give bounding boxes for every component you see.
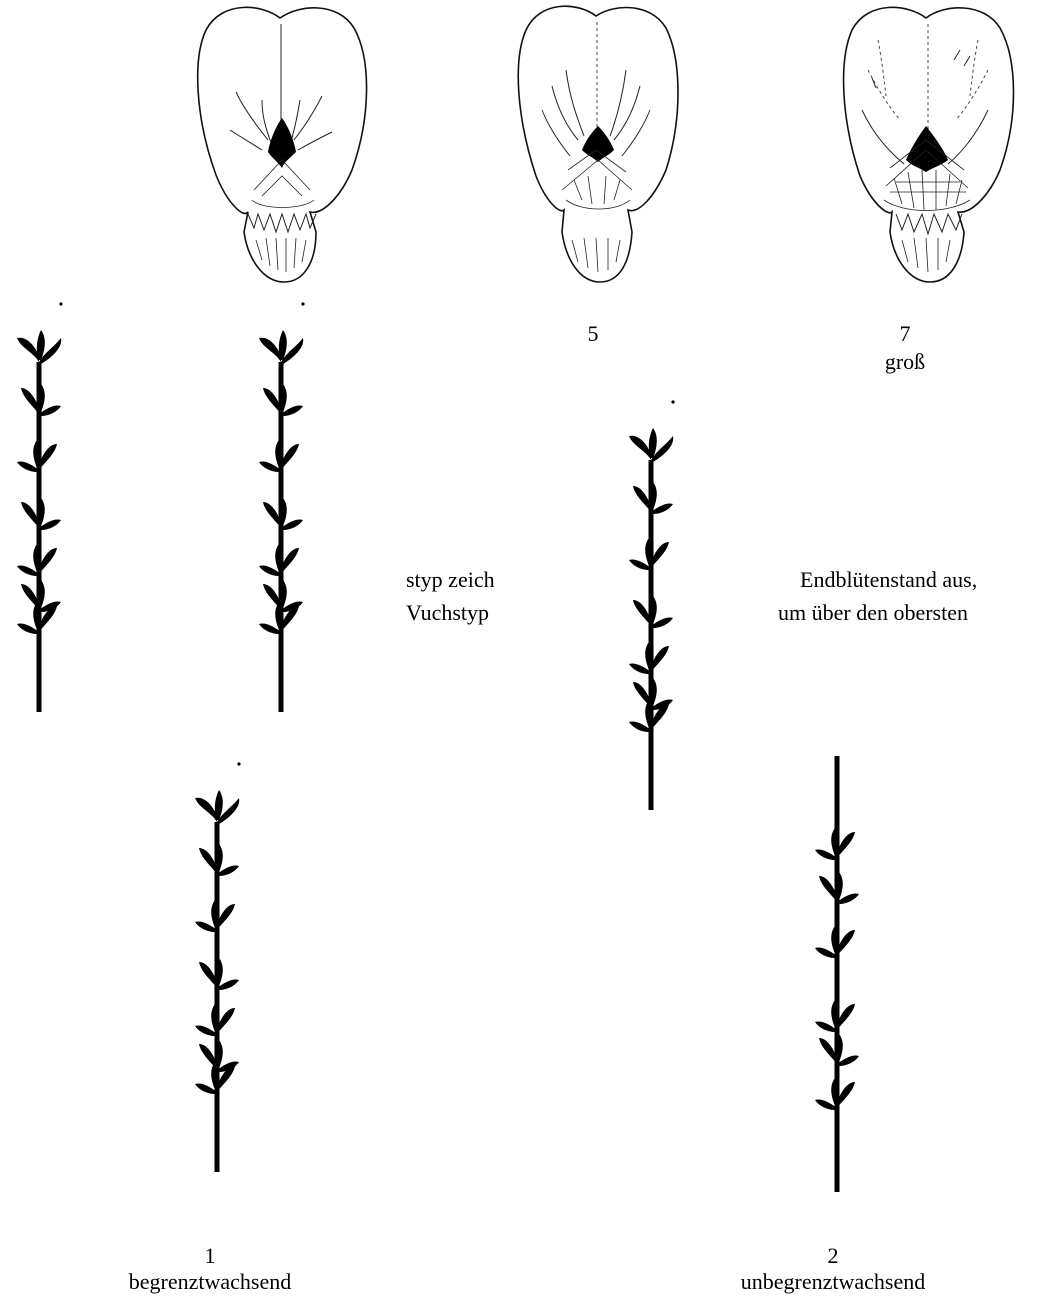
- apex-dot: [59, 302, 62, 305]
- text-fragment-line2-left: Vuchstyp: [406, 600, 489, 626]
- petal-drawing-b: [512, 0, 682, 290]
- leaf-cluster-right: [21, 384, 61, 416]
- leaf-cluster-left: [17, 440, 57, 472]
- petal-b-number: 5: [568, 322, 618, 346]
- terminal-inflorescence: [17, 330, 61, 364]
- habit-drawing-middle: [616, 390, 686, 810]
- text-fragment-line1-left: styp zeich: [406, 567, 495, 593]
- leaf-cluster-left: [195, 900, 235, 932]
- text-fragment-line2-right: um über den obersten: [778, 600, 968, 626]
- leaf-cluster-left: [815, 1078, 855, 1110]
- leaf-cluster-left: [17, 544, 57, 576]
- leaf-cluster-left: [815, 828, 855, 860]
- leaf-cluster-right: [633, 596, 673, 628]
- growth-type-2-number: 2: [793, 1244, 873, 1268]
- terminal-inflorescence: [629, 428, 673, 462]
- habit-drawing-top-left-b: [246, 292, 316, 712]
- text-fragment-line1-right: Endblütenstand aus,: [800, 567, 977, 593]
- apex-dot: [237, 762, 240, 765]
- leaf-cluster-left: [195, 1004, 235, 1036]
- terminal-inflorescence: [195, 790, 239, 824]
- leaf-cluster-right: [199, 844, 239, 876]
- leaf-cluster-left: [629, 538, 669, 570]
- petal-drawing-c: [838, 0, 1018, 290]
- growth-type-1-label: begrenztwachsend: [60, 1270, 360, 1294]
- growth-type-2-label: unbegrenztwachsend: [683, 1270, 983, 1294]
- leaf-cluster-left: [259, 440, 299, 472]
- leaf-cluster-left: [815, 926, 855, 958]
- leaf-cluster-right: [819, 872, 859, 904]
- apex-dot: [301, 302, 304, 305]
- petal-c-label: groß: [855, 350, 955, 374]
- leaf-cluster-left: [259, 544, 299, 576]
- leaf-cluster-right: [633, 482, 673, 514]
- growth-type-1-number: 1: [170, 1244, 250, 1268]
- leaf-cluster-right: [21, 498, 61, 530]
- leaf-cluster-right: [199, 958, 239, 990]
- habit-drawing-indeterminate: [802, 752, 872, 1192]
- leaf-cluster-left: [629, 642, 669, 674]
- petal-c-number: 7: [880, 322, 930, 346]
- habit-drawing-determinate: [182, 752, 252, 1172]
- terminal-inflorescence: [259, 330, 303, 364]
- leaf-cluster-left: [815, 1000, 855, 1032]
- petal-drawing-a: [192, 0, 372, 290]
- habit-drawing-top-left-a: [4, 292, 74, 712]
- leaf-cluster-right: [819, 1034, 859, 1066]
- leaf-cluster-right: [263, 384, 303, 416]
- leaf-cluster-right: [263, 498, 303, 530]
- apex-dot: [671, 400, 674, 403]
